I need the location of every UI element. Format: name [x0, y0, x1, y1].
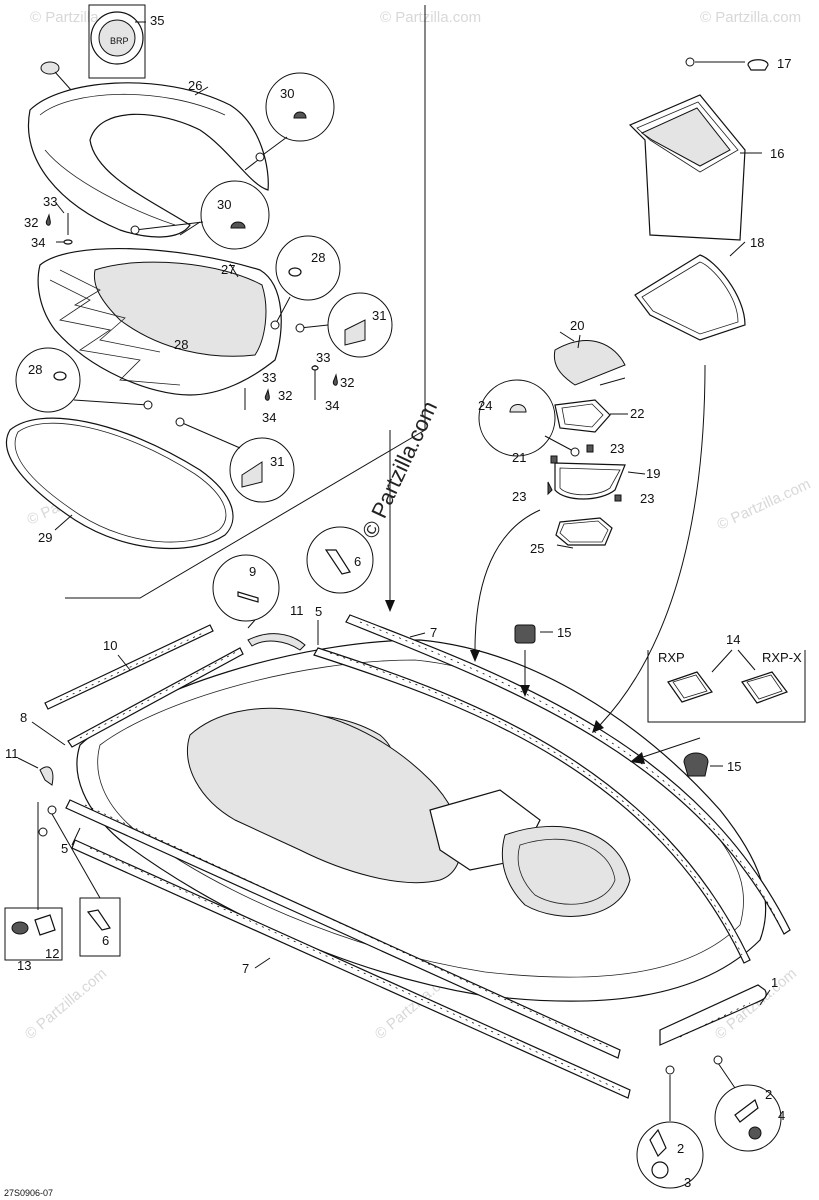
callout-34: 34 [262, 410, 276, 425]
gauge-part-35: BRP [90, 11, 144, 65]
callout-13: 13 [17, 958, 31, 973]
callout-8: 8 [20, 710, 27, 725]
callout-28: 28 [28, 362, 42, 377]
callout-10: 10 [103, 638, 117, 653]
callout-27: 27 [221, 262, 235, 277]
callout-23: 23 [512, 489, 526, 504]
callout-32: 32 [24, 215, 38, 230]
callout-30: 30 [280, 86, 294, 101]
callout-35: 35 [150, 13, 164, 28]
frame-part-27 [37, 247, 282, 396]
callout-11: 11 [290, 603, 304, 618]
callout-5: 5 [61, 841, 68, 856]
callout-18: 18 [750, 235, 764, 250]
callout-31: 31 [270, 454, 284, 469]
hull-main [76, 639, 767, 1002]
gauge-brand-label: BRP [110, 36, 129, 46]
watermark-faint: © Partzilla.com [715, 476, 814, 534]
callout-7: 7 [430, 625, 437, 640]
callout-19: 19 [646, 466, 660, 481]
callout-16: 16 [770, 146, 784, 161]
callout-circles-lower [4, 526, 782, 1189]
fasteners-left [45, 202, 73, 245]
callout-22: 22 [630, 406, 644, 421]
leader-arrows [385, 364, 706, 764]
fasteners-right [244, 365, 338, 410]
variant-rxp: RXP [658, 650, 685, 665]
bumpers [39, 633, 767, 1046]
right-rails [313, 614, 791, 964]
callout-15: 15 [557, 625, 571, 640]
callout-31: 31 [372, 308, 386, 323]
callout-4: 4 [778, 1108, 785, 1123]
storage-bin-assembly [478, 334, 628, 549]
left-rails [44, 624, 631, 1099]
callout-circles-upper-left [15, 72, 393, 503]
callout-2: 2 [765, 1087, 772, 1102]
callout-33: 33 [316, 350, 330, 365]
callout-17: 17 [777, 56, 791, 71]
callout-23: 23 [610, 441, 624, 456]
switches-part-15 [514, 624, 723, 777]
callout-20: 20 [570, 318, 584, 333]
group-frame-lines [65, 4, 806, 723]
callout-34: 34 [31, 235, 45, 250]
callout-12: 12 [45, 946, 59, 961]
callout-28: 28 [311, 250, 325, 265]
callout-29: 29 [38, 530, 52, 545]
callout-2: 2 [677, 1141, 684, 1156]
watermark-faint: © Partzilla.com [700, 9, 801, 26]
callout-6: 6 [102, 933, 109, 948]
seal-part-29 [5, 417, 234, 550]
callout-1: 1 [771, 975, 778, 990]
callout-9: 9 [249, 564, 256, 579]
callout-34: 34 [325, 398, 339, 413]
callout-5: 5 [315, 604, 322, 619]
storage-cup-assembly [628, 57, 769, 341]
callout-32: 32 [340, 375, 354, 390]
callout-33: 33 [262, 370, 276, 385]
callout-26: 26 [188, 78, 202, 93]
callout-14: 14 [726, 632, 740, 647]
watermark-faint: © Partzilla.com [380, 9, 481, 26]
callout-25: 25 [530, 541, 544, 556]
callout-7: 7 [242, 961, 249, 976]
callout-24: 24 [478, 398, 492, 413]
plates-part-14 [667, 649, 788, 704]
callout-30: 30 [217, 197, 231, 212]
callout-21: 21 [512, 450, 526, 465]
callout-15: 15 [727, 759, 741, 774]
variant-rxp-x: RXP-X [762, 650, 802, 665]
watermark-main: © Partzilla.com [357, 397, 442, 542]
callout-11: 11 [5, 746, 19, 761]
callout-23: 23 [640, 491, 654, 506]
callout-28: 28 [174, 337, 188, 352]
watermark-faint: © Partzilla.com [22, 965, 110, 1043]
top-cover-part-26 [28, 61, 269, 238]
callout-32: 32 [278, 388, 292, 403]
label-leaders [17, 21, 771, 1006]
diagram-code: 27S0906-07 [4, 1188, 53, 1198]
callout-labels: 35 26 30 30 33 32 34 27 28 31 28 33 32 3… [5, 13, 802, 1190]
callout-3: 3 [684, 1175, 691, 1190]
callout-6: 6 [354, 554, 361, 569]
callout-33: 33 [43, 194, 57, 209]
